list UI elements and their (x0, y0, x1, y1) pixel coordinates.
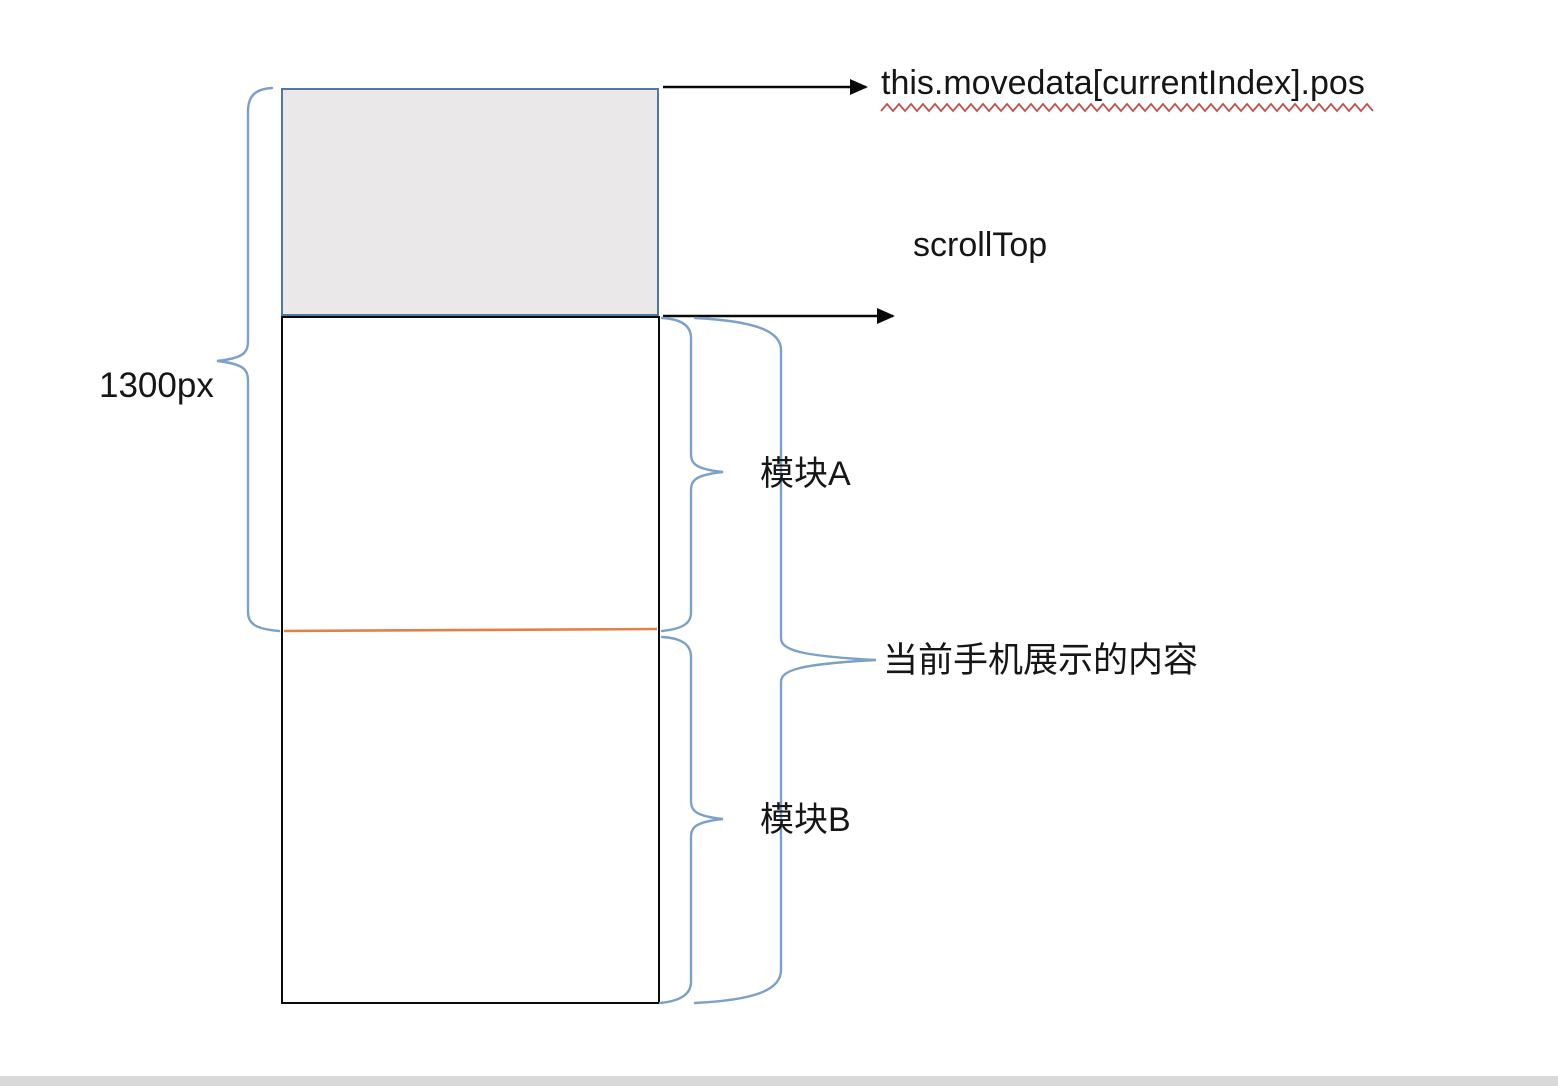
page-content-rect (281, 316, 660, 1004)
module-b-label: 模块B (760, 801, 851, 839)
module-a-brace (660, 316, 724, 633)
viewport-content-label: 当前手机展示的内容 (883, 641, 1199, 680)
module-b-brace (658, 635, 724, 1005)
module-a-label: 模块A (760, 455, 851, 493)
viewport-brace (693, 316, 877, 1005)
pos-expression-label: this.movedata[currentIndex].pos (881, 64, 1365, 102)
scrolled-region-rect (281, 88, 659, 316)
height-brace (216, 86, 281, 633)
bottom-scrollbar-strip (0, 1076, 1558, 1086)
total-height-label: 1300px (99, 366, 214, 405)
scrolltop-label: scrollTop (913, 226, 1048, 264)
spellcheck-squiggle (880, 102, 1374, 113)
